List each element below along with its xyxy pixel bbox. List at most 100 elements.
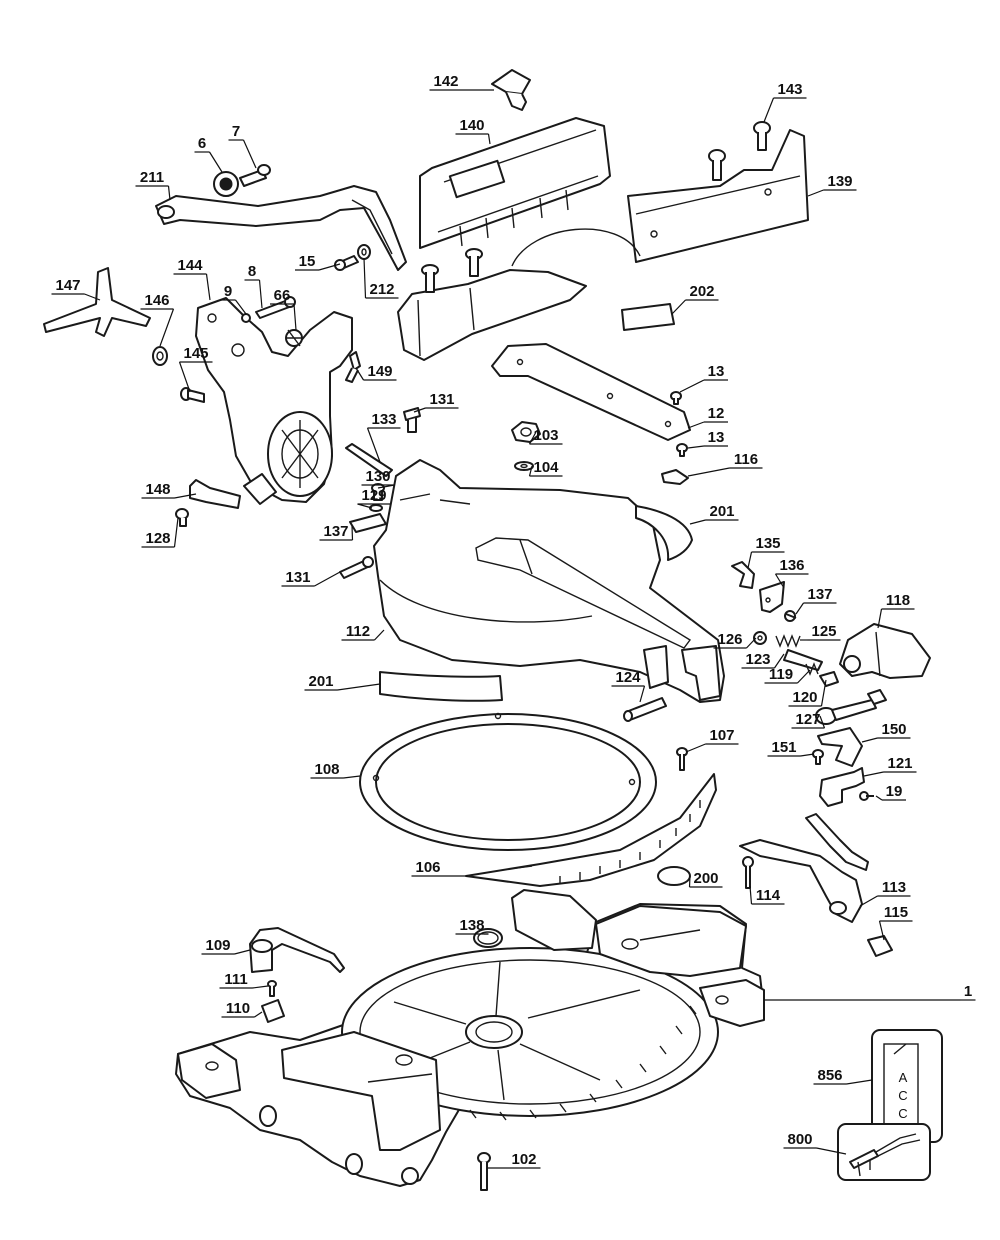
callout-number: 200: [693, 870, 718, 887]
callout-leader: [178, 361, 191, 393]
part-121-bracket: [819, 767, 865, 807]
callout-13: 13: [679, 363, 728, 393]
callout-number: 202: [689, 283, 714, 300]
callout-leader: [800, 753, 815, 757]
callout-number: 144: [177, 257, 203, 274]
callout-125: 125: [800, 623, 841, 641]
callout-leader: [746, 637, 757, 649]
callout-leader: [252, 985, 269, 989]
part-102-bolt: [477, 1152, 491, 1191]
callout-leader: [357, 503, 373, 509]
callout-number: 150: [881, 721, 906, 738]
callout-number: 9: [224, 283, 232, 300]
part-7-bolt: [239, 164, 271, 187]
part-149-pin: [345, 351, 361, 383]
callout-number: 12: [708, 405, 725, 422]
callout-number: 106: [415, 859, 440, 876]
callout-number: 211: [140, 169, 164, 186]
part-104-washer: [514, 461, 534, 471]
part-150-detent-plate: [817, 727, 863, 767]
callout-number: 151: [771, 739, 796, 756]
callout-9: 9: [220, 283, 247, 315]
part-135-clip: [731, 561, 755, 589]
callout-leader: [774, 653, 785, 669]
callout-136: 136: [774, 557, 809, 589]
callout-800: 800: [783, 1131, 847, 1155]
callout-number: 135: [755, 535, 780, 552]
part-143-screw: [708, 121, 771, 181]
callout-129: 129: [357, 487, 391, 509]
part-145-bolt: [180, 387, 205, 403]
part-107-screw: [676, 747, 688, 771]
part-125-spring: [775, 634, 801, 648]
part-212-washer: [357, 244, 371, 260]
callout-121: 121: [863, 755, 917, 777]
callout-leader: [258, 279, 263, 309]
callout-leader: [374, 629, 385, 641]
part-12-throat-plate: [491, 343, 691, 441]
callout-leader: [807, 189, 824, 197]
callout-133: 133: [366, 411, 401, 463]
part-142-knob: [491, 69, 531, 111]
callout-leader: [685, 743, 706, 753]
callout-number: 146: [144, 292, 169, 309]
callout-leader: [84, 293, 101, 301]
callout-number: 125: [811, 623, 836, 640]
callout-137: 137: [795, 586, 837, 615]
callout-112: 112: [341, 623, 385, 641]
callout-201: 201: [689, 503, 739, 525]
callout-150: 150: [861, 721, 911, 743]
callout-130: 130: [361, 468, 395, 489]
part-106-miter-scale: [465, 773, 717, 887]
callout-leader: [205, 273, 211, 301]
callout-leader: [679, 379, 705, 393]
callout-leader: [528, 431, 537, 445]
callout-145: 145: [178, 345, 213, 393]
callout-leader: [797, 669, 811, 684]
callout-110: 110: [221, 1000, 263, 1018]
callout-number: 147: [55, 277, 80, 294]
callout-number: 119: [769, 666, 793, 683]
callout-number: 66: [274, 287, 291, 304]
callout-number: 110: [226, 1000, 250, 1017]
callout-113: 113: [859, 879, 911, 907]
part-112-turntable: [373, 459, 725, 703]
callout-leader: [749, 885, 753, 905]
part-140-upper-fence: [419, 117, 611, 249]
callout-leader: [363, 257, 367, 299]
callout-12: 12: [687, 405, 728, 429]
callout-leader: [859, 895, 878, 907]
callout-number: 201: [709, 503, 734, 520]
part-151-screw: [812, 749, 824, 765]
callout-number: 7: [232, 123, 240, 140]
callout-6: 6: [194, 135, 223, 173]
part-147-handle: [43, 267, 151, 337]
callout-200: 200: [688, 870, 723, 888]
callout-leader: [528, 465, 533, 477]
callout-number: 19: [886, 783, 903, 800]
callout-leader: [413, 407, 426, 413]
part-201-label-upper: [635, 505, 693, 561]
callout-66: 66: [270, 287, 297, 331]
callout-leader: [816, 1147, 847, 1155]
callout-number: 108: [314, 761, 339, 778]
part-6-bearing: [213, 171, 239, 197]
callout-leader: [687, 445, 705, 449]
part-114-bolt: [742, 856, 754, 889]
part-146-washer: [152, 346, 168, 366]
acc-letter-1: A: [899, 1070, 908, 1085]
callout-124: 124: [611, 669, 646, 703]
callout-number: 148: [145, 481, 170, 498]
part-202-label: [621, 303, 675, 331]
callout-leader: [820, 679, 827, 707]
part-123-shaft: [783, 649, 823, 671]
callout-number: 131: [285, 569, 310, 586]
callout-102: 102: [488, 1151, 541, 1169]
callout-leader: [671, 299, 686, 315]
callout-number: 143: [777, 81, 802, 98]
part-131-bolt-lower: [339, 556, 374, 579]
callout-leader: [242, 139, 257, 169]
callout-number: 104: [533, 459, 559, 476]
part-124-pin: [623, 697, 667, 722]
part-111-screw: [267, 980, 277, 997]
